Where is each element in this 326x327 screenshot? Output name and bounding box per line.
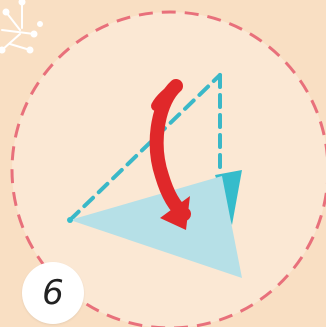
step-number-badge: 6 (22, 262, 84, 324)
corner-point (67, 217, 73, 223)
step-number: 6 (42, 276, 64, 310)
